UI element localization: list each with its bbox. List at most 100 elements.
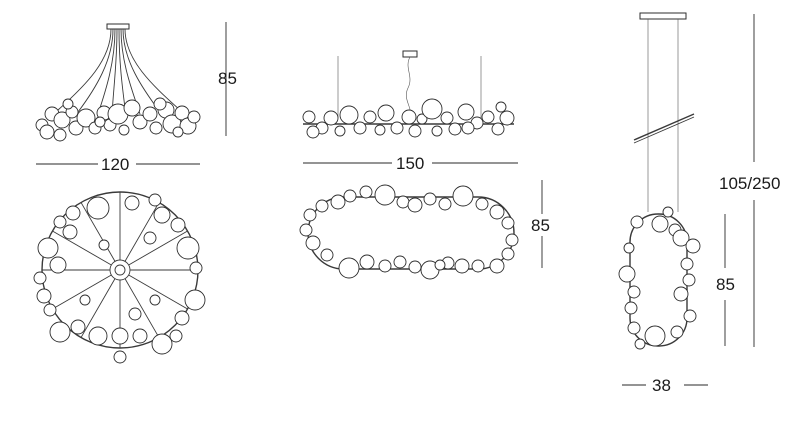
glass-globe xyxy=(37,237,59,259)
glass-globe xyxy=(111,327,129,345)
glass-globe xyxy=(132,114,148,130)
chandelier-spoke xyxy=(52,274,112,310)
glass-globe xyxy=(672,229,690,247)
glass-globe xyxy=(189,261,203,275)
glass-globe xyxy=(153,97,167,111)
glass-globe xyxy=(88,326,108,346)
oval-depth-dimension: 85 xyxy=(531,180,550,268)
glass-globe xyxy=(174,310,190,326)
glass-globe xyxy=(481,110,495,124)
glass-globe xyxy=(353,121,367,135)
glass-globe xyxy=(359,185,373,199)
chandelier-top-view xyxy=(33,191,206,364)
glass-globe xyxy=(471,259,485,273)
glass-globe xyxy=(334,125,346,137)
glass-globe xyxy=(489,204,505,220)
glass-globe xyxy=(39,124,55,140)
glass-globe xyxy=(431,125,443,137)
glass-globe xyxy=(149,294,161,306)
glass-globe xyxy=(62,224,78,240)
glass-globe xyxy=(306,125,320,139)
glass-globe xyxy=(118,124,130,136)
glass-globe xyxy=(627,321,641,335)
glass-globe xyxy=(143,231,157,245)
glass-globe xyxy=(651,215,669,233)
glass-globe xyxy=(685,238,701,254)
glass-globe xyxy=(627,285,641,299)
glass-globe xyxy=(452,185,474,207)
vertical-width-label: 38 xyxy=(652,376,671,395)
glass-globe xyxy=(33,271,47,285)
glass-globe xyxy=(374,124,386,136)
glass-globe xyxy=(128,307,142,321)
oval-ring-globes xyxy=(299,184,519,280)
glass-globe xyxy=(187,110,201,124)
chandelier-spoke xyxy=(128,230,188,266)
glass-globe xyxy=(172,126,184,138)
glass-globe xyxy=(421,98,443,120)
chandelier-height-dimension: 85 xyxy=(218,22,237,136)
chandelier-width-label: 120 xyxy=(101,155,129,174)
glass-globe xyxy=(62,98,74,110)
glass-globe xyxy=(339,105,359,125)
glass-globe xyxy=(499,110,515,126)
glass-globe xyxy=(618,265,636,283)
glass-globe xyxy=(448,122,462,136)
glass-globe xyxy=(153,206,171,224)
glass-globe xyxy=(670,325,684,339)
glass-globe xyxy=(302,110,316,124)
vertical-drop-label: 105/250 xyxy=(719,174,780,193)
glass-globe xyxy=(53,111,71,129)
glass-globe xyxy=(338,257,360,279)
glass-globe xyxy=(142,106,158,122)
glass-globe xyxy=(149,121,163,135)
vertical-width-dimension: 38 xyxy=(622,376,708,395)
glass-globe xyxy=(423,192,437,206)
glass-globe xyxy=(461,121,475,135)
glass-globe xyxy=(53,128,67,142)
linear-width-label: 150 xyxy=(396,154,424,173)
glass-globe xyxy=(94,116,106,128)
chandelier-side-view xyxy=(35,23,201,142)
glass-globe xyxy=(377,104,395,122)
vertical-canopy xyxy=(639,12,687,20)
glass-globe xyxy=(330,194,346,210)
chandelier-spoke xyxy=(80,202,116,262)
glass-globe xyxy=(682,273,696,287)
vertical-diagonal-bar xyxy=(633,113,695,141)
glass-globe xyxy=(457,103,475,121)
glass-globe xyxy=(401,109,417,125)
glass-globe xyxy=(634,338,646,350)
glass-globe xyxy=(440,111,454,125)
chandelier-height-label: 85 xyxy=(218,69,237,88)
glass-globe xyxy=(491,122,505,136)
glass-globe xyxy=(438,197,452,211)
chandelier-side-globes xyxy=(35,97,201,142)
linear-side-globes xyxy=(302,98,515,139)
glass-globe xyxy=(359,254,375,270)
glass-globe xyxy=(489,258,505,274)
glass-globe xyxy=(630,215,644,229)
linear-canopy xyxy=(402,50,418,58)
glass-globe xyxy=(374,184,396,206)
glass-globe xyxy=(315,199,329,213)
glass-globe xyxy=(501,247,515,261)
vertical-loop-globes xyxy=(618,206,701,350)
linear-width-dimension: 150 xyxy=(303,154,518,173)
glass-globe xyxy=(343,189,357,203)
glass-globe xyxy=(378,259,392,273)
glass-globe xyxy=(303,208,317,222)
glass-globe xyxy=(475,197,489,211)
chandelier-ceiling-canopy xyxy=(106,23,130,30)
glass-globe xyxy=(623,242,635,254)
vertical-height-dimension: 85 xyxy=(716,214,735,346)
glass-globe xyxy=(680,257,694,271)
vertical-pendant-view xyxy=(618,12,701,350)
chandelier-spoke xyxy=(128,274,188,310)
glass-globe xyxy=(396,195,410,209)
chandelier-spoke xyxy=(124,278,160,338)
glass-globe xyxy=(132,328,148,344)
glass-globe xyxy=(495,101,507,113)
glass-globe xyxy=(393,255,407,269)
glass-globe xyxy=(407,197,423,213)
